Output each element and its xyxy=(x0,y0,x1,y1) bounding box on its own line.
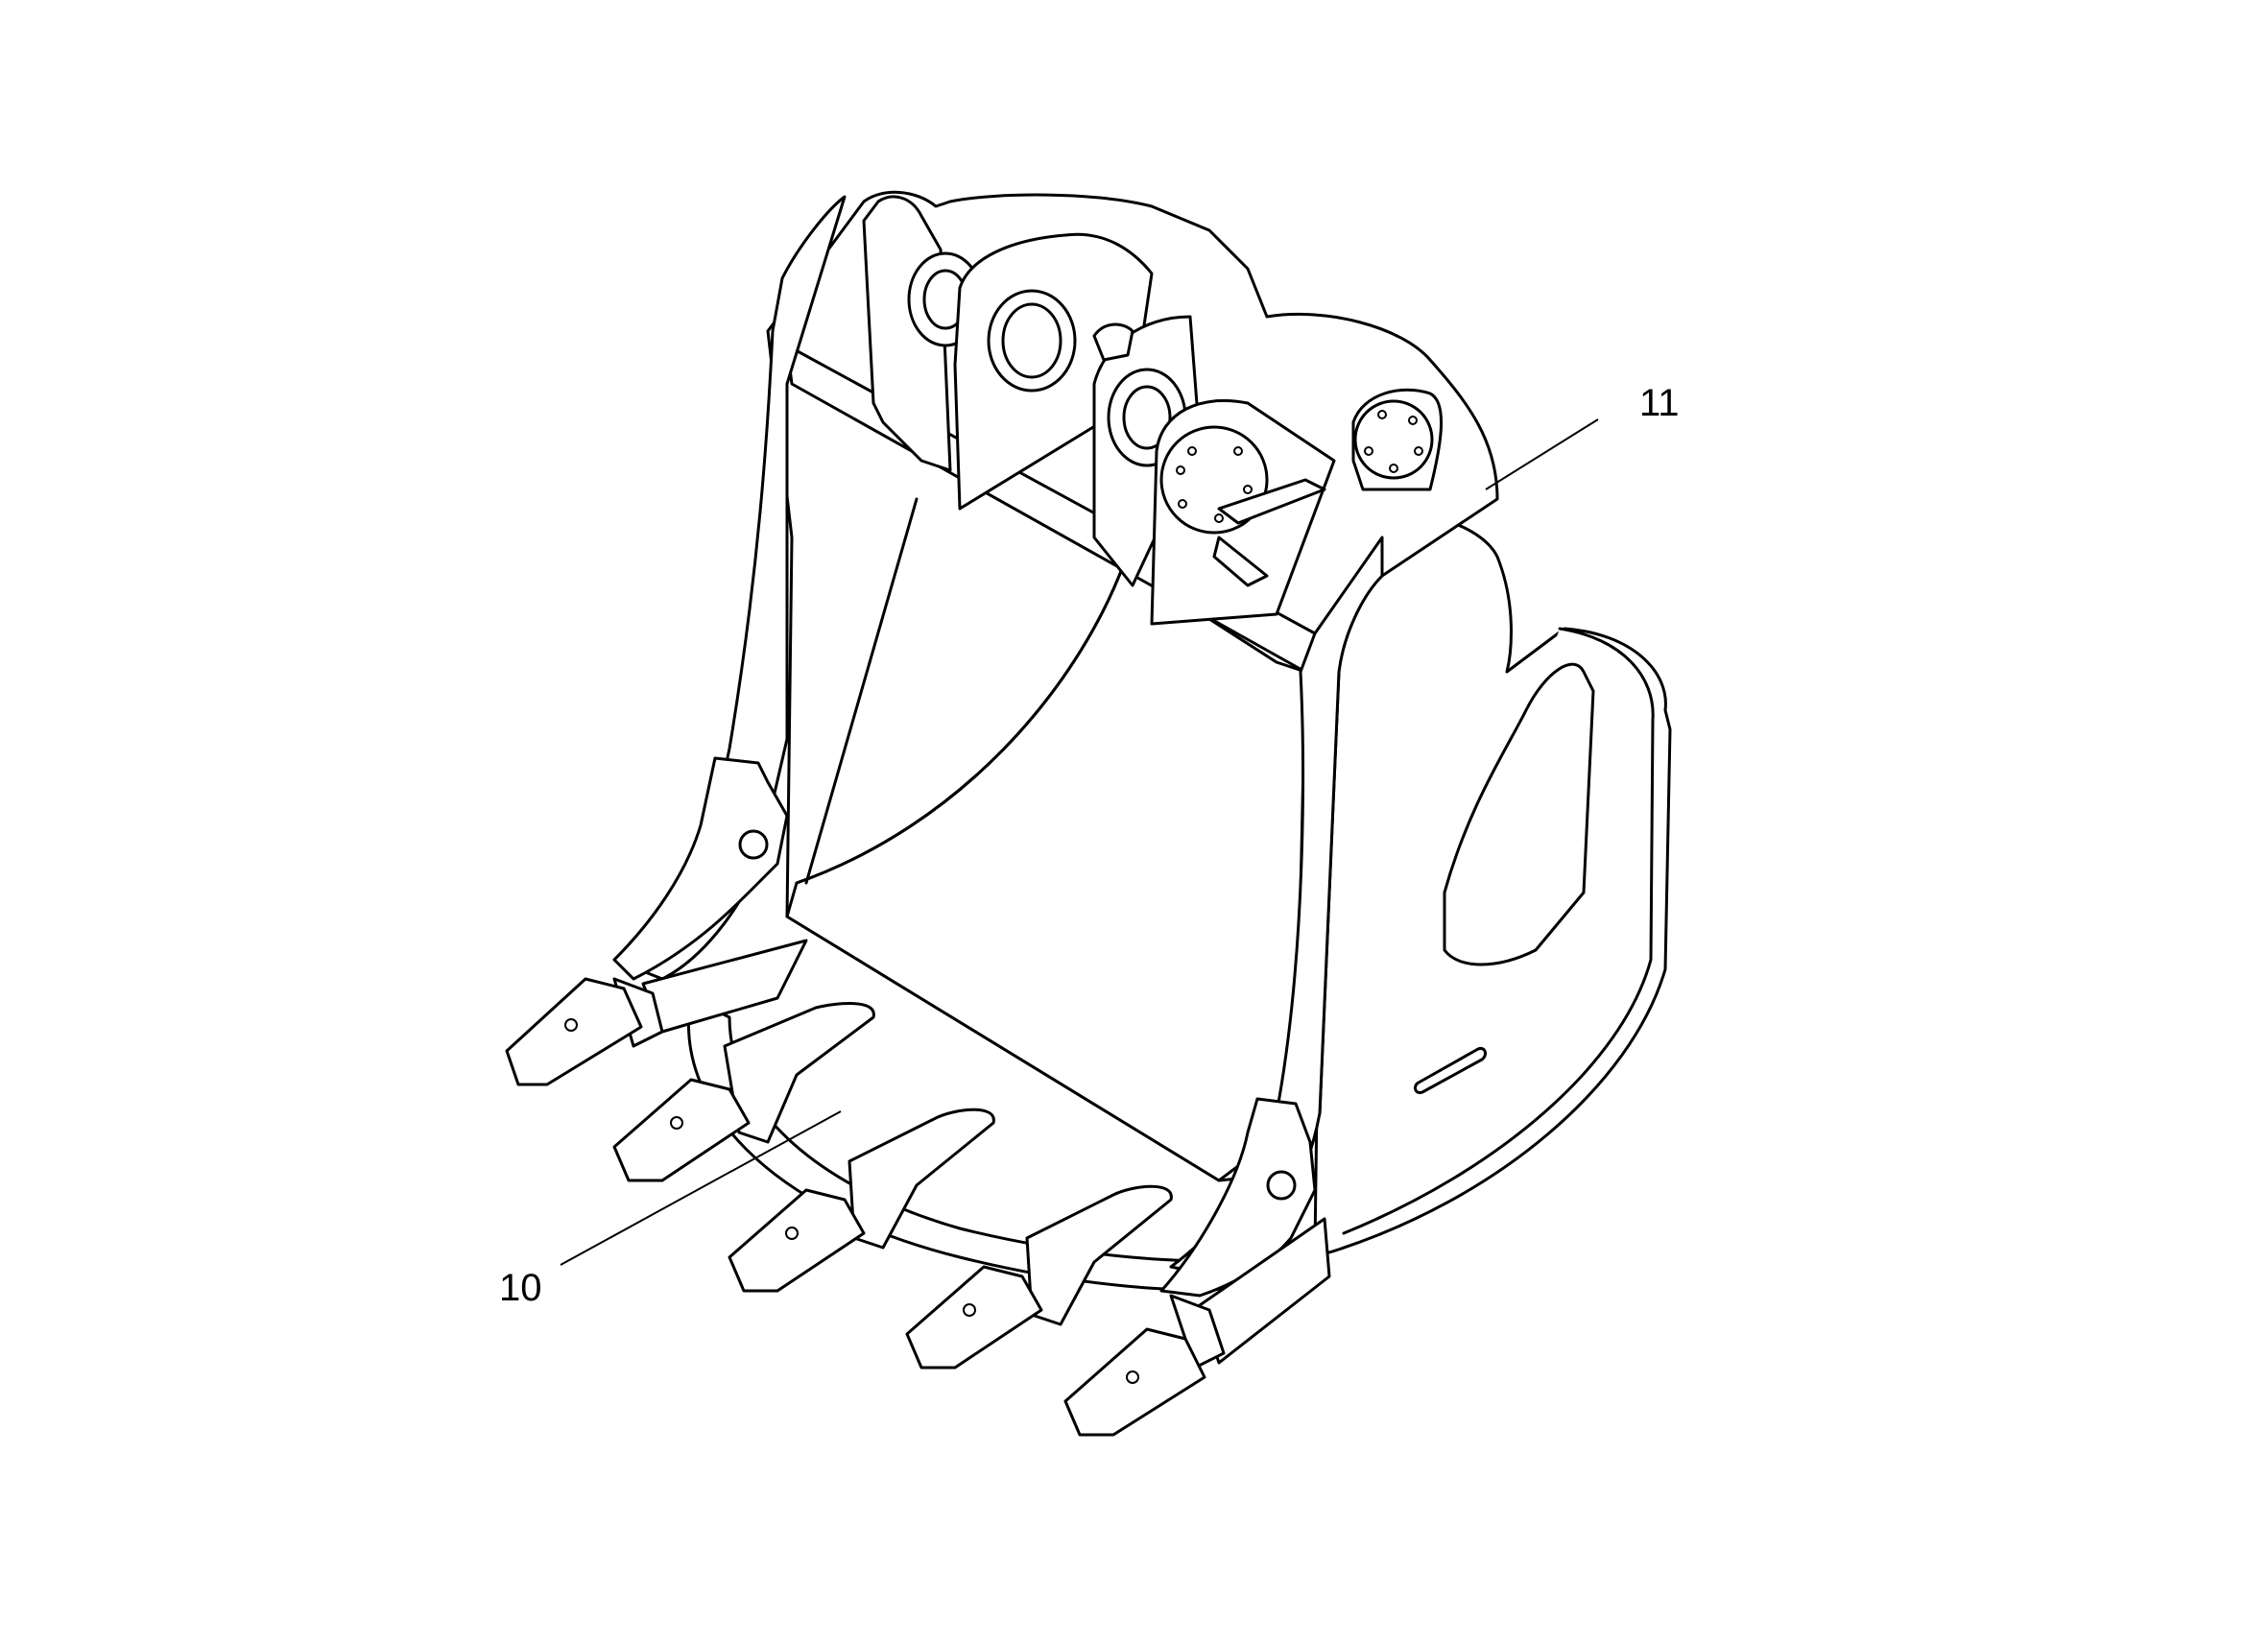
tooth-adapter xyxy=(723,1002,875,1144)
side-shroud-left xyxy=(612,756,789,981)
tooth-tip xyxy=(728,1188,866,1293)
pin-bore-3-inner xyxy=(1122,385,1172,450)
callout-10: 10 xyxy=(499,1267,542,1309)
bolt-hole xyxy=(1414,446,1423,456)
tooth-adapter xyxy=(1025,1184,1173,1326)
bolt-hole xyxy=(1233,446,1243,456)
bolt-hole xyxy=(1243,485,1253,494)
bolt-hole xyxy=(1364,446,1373,456)
callout-11: 11 xyxy=(1639,382,1680,424)
left-side-plate xyxy=(612,195,847,981)
lug-strap xyxy=(1212,536,1269,587)
bolt-hole xyxy=(1377,410,1387,419)
tooth-pin-hole xyxy=(785,1227,799,1240)
tooth-adapter xyxy=(848,1108,995,1250)
tooth-3 xyxy=(728,1108,995,1293)
bolt-hole xyxy=(1214,513,1224,523)
tooth-tip xyxy=(612,1078,751,1182)
side-slot xyxy=(1414,1046,1487,1095)
shroud-pin-left xyxy=(738,829,769,860)
leader-line-11 xyxy=(1485,418,1599,490)
bolt-cover-right xyxy=(1353,399,1434,480)
shroud-pin-right xyxy=(1266,1170,1297,1201)
bolt-hole xyxy=(1187,446,1197,456)
bolt-hole xyxy=(1389,464,1398,473)
tooth-pin-hole xyxy=(963,1303,976,1317)
pin-bore-2-inner xyxy=(1001,302,1062,379)
tooth-pin-hole xyxy=(564,1018,578,1032)
tooth-pin-hole xyxy=(670,1116,683,1130)
tooth-tip xyxy=(505,977,643,1086)
tooth-2 xyxy=(612,1002,875,1182)
lug-strap xyxy=(1217,478,1326,525)
tooth-tip xyxy=(905,1265,1043,1370)
tooth-4 xyxy=(905,1184,1173,1370)
top-lug xyxy=(1092,322,1134,362)
bucket-inner-edge xyxy=(795,497,1125,885)
bolt-hole xyxy=(1176,465,1185,475)
bolt-hole xyxy=(1408,416,1418,425)
bolt-hole xyxy=(1178,499,1187,509)
leader-line-10 xyxy=(560,1110,842,1266)
tooth-5 xyxy=(1063,1294,1226,1437)
tooth-pin-hole xyxy=(1126,1370,1139,1384)
side-wear-plate xyxy=(1443,662,1595,966)
tooth-1 xyxy=(505,977,664,1086)
